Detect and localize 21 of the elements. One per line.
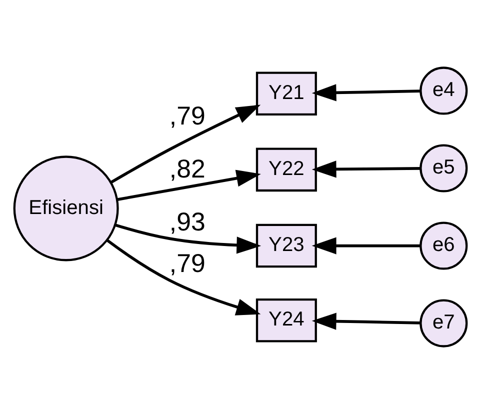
node-circle: e6 bbox=[420, 222, 468, 270]
node-circle: e4 bbox=[420, 66, 468, 115]
edge-label: ,82 bbox=[169, 155, 206, 184]
node-circle: e7 bbox=[420, 299, 468, 348]
arrow bbox=[117, 170, 261, 201]
node-box: Y22 bbox=[256, 148, 317, 192]
arrow bbox=[312, 237, 421, 254]
arrow bbox=[110, 104, 261, 184]
edge-label: ,79 bbox=[169, 102, 206, 130]
arrow bbox=[312, 160, 421, 178]
node-box: Y21 bbox=[256, 72, 317, 116]
arrow bbox=[114, 224, 262, 254]
edge-label: ,79 bbox=[169, 250, 206, 278]
edge-label: ,93 bbox=[169, 208, 206, 237]
node-box: Y24 bbox=[256, 298, 317, 342]
arrow bbox=[312, 84, 421, 102]
node-circle: Efisiensi bbox=[13, 156, 119, 262]
arrow bbox=[106, 239, 261, 316]
arrow bbox=[312, 312, 421, 330]
node-box: Y23 bbox=[256, 224, 317, 268]
node-circle: e5 bbox=[420, 144, 468, 192]
